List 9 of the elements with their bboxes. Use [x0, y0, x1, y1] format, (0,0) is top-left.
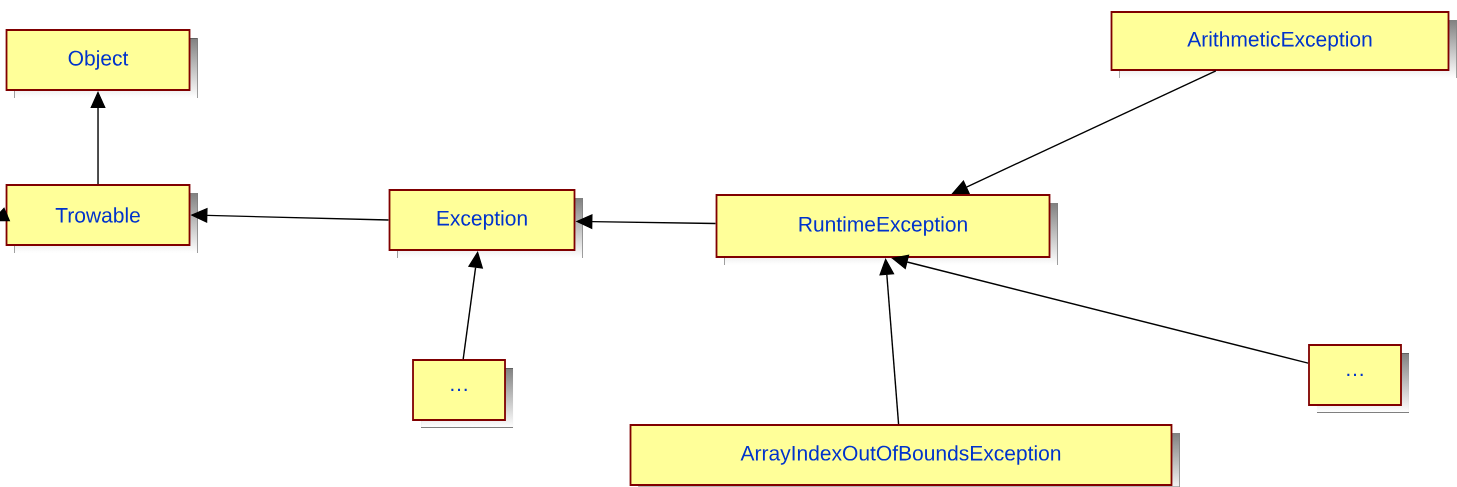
class-box: …: [412, 359, 513, 428]
arrow: [0, 207, 11, 222]
class-box: …: [1308, 344, 1409, 413]
class-box: Object: [5, 29, 198, 98]
class-box: ArrayIndexOutOfBoundsException: [629, 424, 1180, 487]
class-box: ArithmeticException: [1110, 11, 1457, 78]
class-box: Trowable: [5, 184, 198, 253]
class-box: Exception: [388, 189, 583, 258]
class-box: RuntimeException: [715, 194, 1058, 265]
